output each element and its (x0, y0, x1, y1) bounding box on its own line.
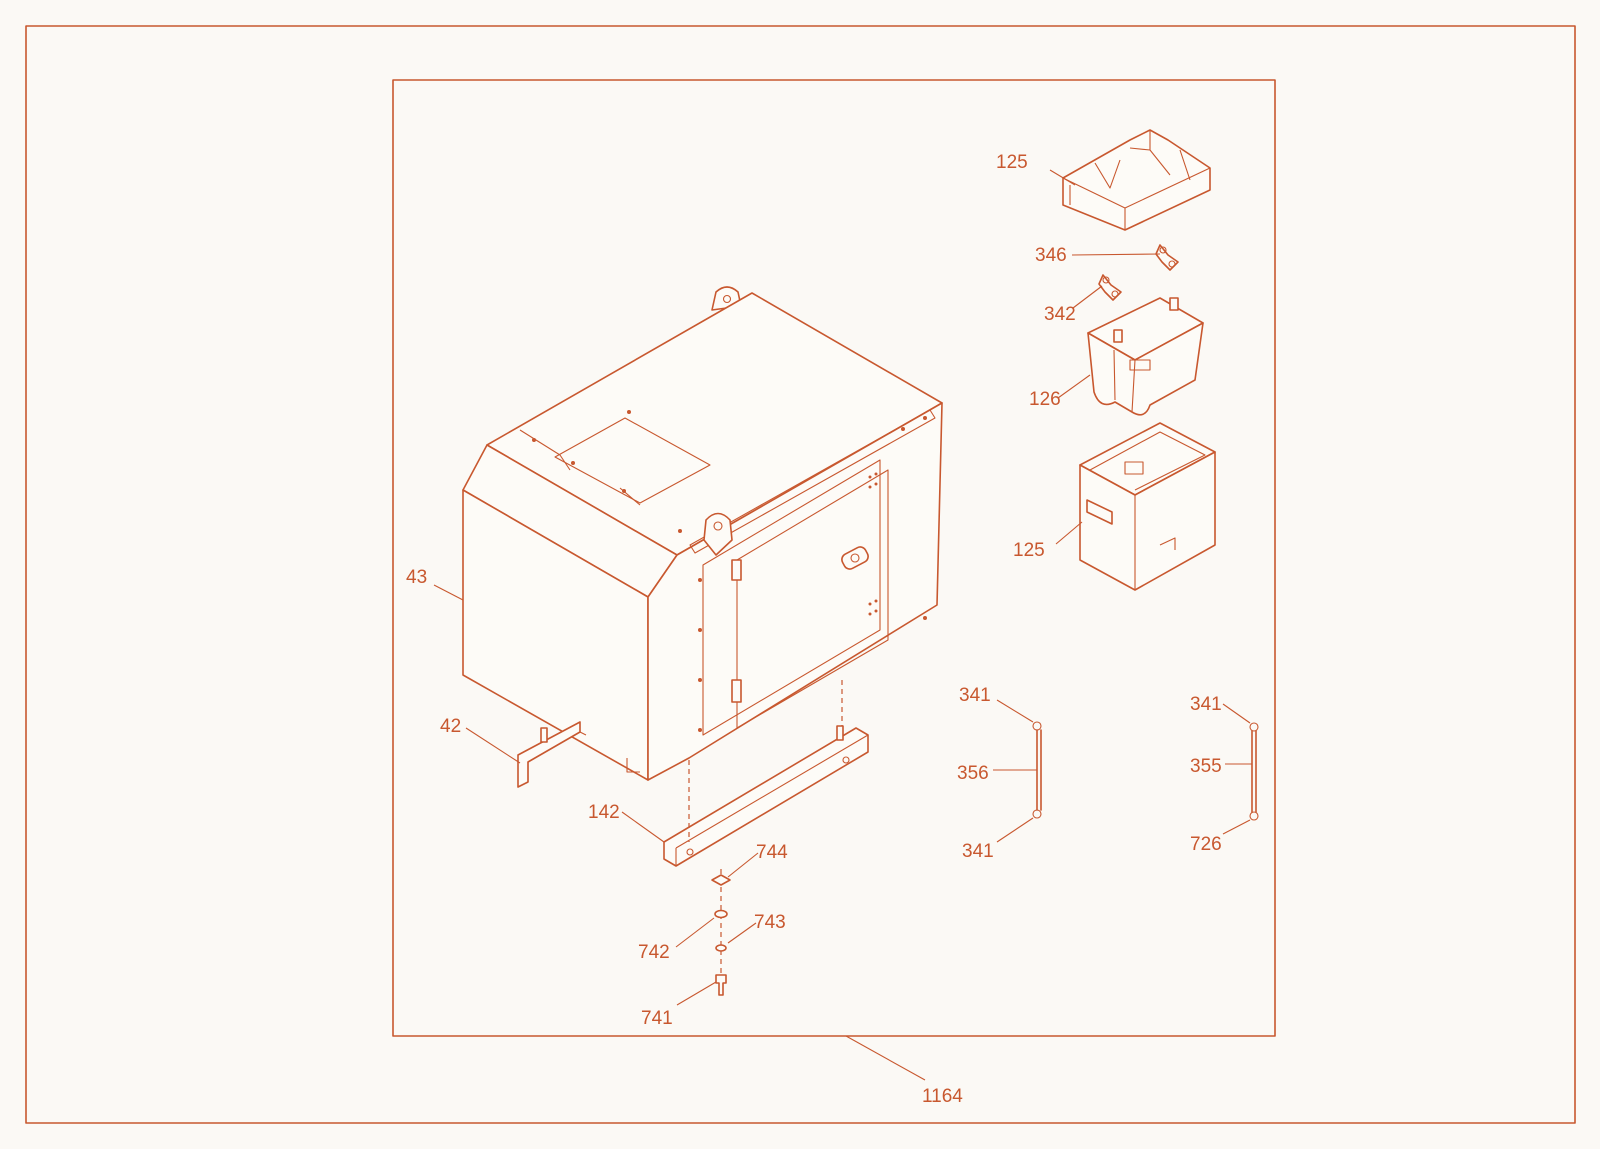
callout-cable-b-mid: 355 (1190, 756, 1222, 777)
callout-cable-a-mid: 356 (957, 763, 989, 784)
callout-terminal-clamp-neg: 342 (1044, 304, 1076, 325)
callout-assembly: 1164 (922, 1086, 963, 1107)
callout-cable-b-top: 341 (1190, 694, 1222, 715)
enclosure-door (702, 459, 881, 736)
battery-cover (1062, 129, 1211, 231)
skid-front (663, 725, 869, 867)
battery (1087, 297, 1204, 416)
battery-cable-355 (1249, 722, 1259, 821)
callout-cable-a-bottom: 341 (962, 841, 994, 862)
callout-bolt-741: 741 (641, 1008, 673, 1029)
inner-frame (392, 79, 1276, 1037)
callout-skid-front: 142 (588, 802, 620, 823)
callout-washer-742: 742 (638, 942, 670, 963)
callout-battery-tray: 125 (1013, 540, 1045, 561)
battery-tray (1079, 422, 1216, 591)
callout-terminal-clamp-pos: 346 (1035, 245, 1067, 266)
callout-washer-743: 743 (754, 912, 786, 933)
leader-lines (433, 169, 1252, 1081)
outer-frame (25, 25, 1576, 1124)
terminal-clamps (1098, 244, 1179, 301)
enclosure-front (647, 402, 943, 781)
skid-left (517, 721, 587, 788)
fastener-stack (711, 874, 731, 996)
callout-washer-744: 744 (756, 842, 788, 863)
callout-battery-cover: 125 (996, 152, 1028, 173)
callout-enclosure: 43 (406, 567, 427, 588)
generator-enclosure (462, 286, 943, 781)
callout-cable-b-bottom: 726 (1190, 834, 1222, 855)
callout-cable-a-top: 341 (959, 685, 991, 706)
callout-skid-left: 42 (440, 716, 461, 737)
callout-battery: 126 (1029, 389, 1061, 410)
